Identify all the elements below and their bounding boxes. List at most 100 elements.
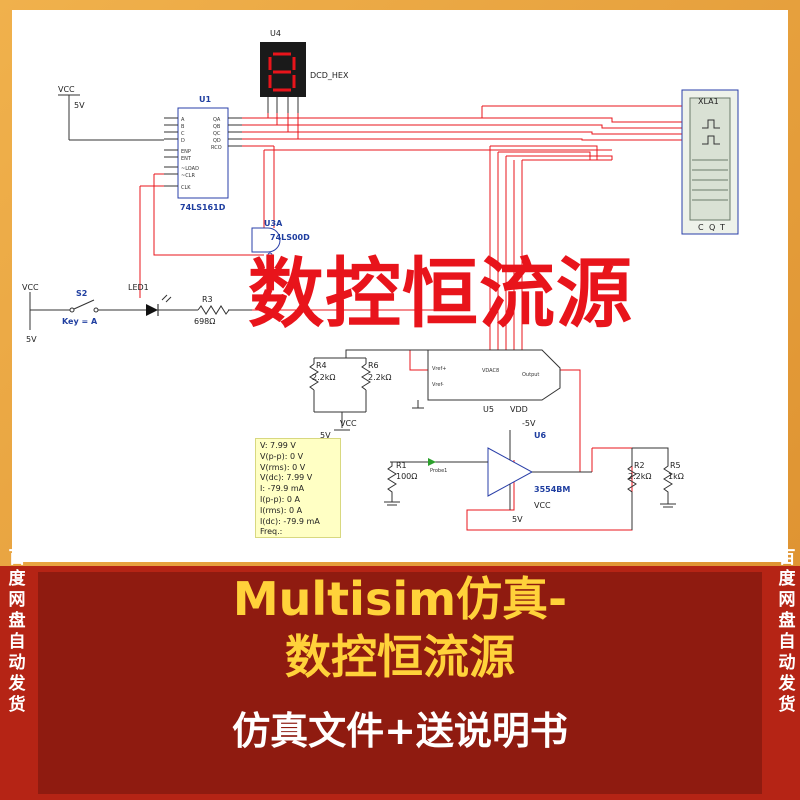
vcc-top-label: VCC xyxy=(58,85,75,94)
probe-line: V: 7.99 V xyxy=(260,441,296,450)
banner-title-line1: Multisim仿真- xyxy=(232,572,568,626)
resistor-r2[interactable] xyxy=(627,448,637,530)
u4-display[interactable] xyxy=(260,42,306,113)
side-char: 度 xyxy=(778,569,796,589)
u1-pin-b: B xyxy=(181,124,185,130)
side-text-left: 百 度 网 盘 自 动 发 货 xyxy=(4,548,30,716)
r5-ref: R5 xyxy=(670,461,681,470)
side-char: 百 xyxy=(778,548,796,568)
resistor-r6[interactable] xyxy=(361,358,371,412)
resistor-r3[interactable] xyxy=(197,305,252,315)
s2-ref: S2 xyxy=(76,289,87,298)
u4-ref: U4 xyxy=(270,29,281,38)
u6-name: 3554BM xyxy=(534,485,570,494)
dac-pin-output: Output xyxy=(522,372,539,378)
u1-pin-load: ~LOAD xyxy=(181,166,199,172)
u1-ref: U1 xyxy=(199,95,211,104)
vcc-mid-label: VCC xyxy=(340,419,357,428)
s2-key: Key = A xyxy=(62,317,98,326)
u3-ref: U3A xyxy=(264,219,283,228)
probe-line: V(p-p): 0 V xyxy=(260,451,304,461)
opamp-u6[interactable] xyxy=(428,430,592,510)
promo-banner-inner xyxy=(38,572,762,794)
r4-value: 2.2kΩ xyxy=(312,373,335,382)
resistor-r1[interactable] xyxy=(384,461,428,506)
side-char: 动 xyxy=(778,653,796,673)
mid-5v: 5V xyxy=(320,431,331,440)
led1[interactable] xyxy=(146,294,198,316)
u1-name: 74LS161D xyxy=(180,203,226,212)
u1-pin-rco: RCO xyxy=(211,145,222,151)
u1-pin-c: C xyxy=(181,131,185,137)
banner-subtitle: 仿真文件+送说明书 xyxy=(232,709,568,753)
side-char: 盘 xyxy=(8,611,26,631)
side-char: 发 xyxy=(8,674,26,694)
u1-pin-enp: ENP xyxy=(181,149,191,155)
u1-pin-ent: ENT xyxy=(181,156,192,162)
dac-vdac8[interactable] xyxy=(412,349,561,409)
led1-ref: LED1 xyxy=(128,283,149,292)
u3a-nand-gate[interactable] xyxy=(251,227,281,258)
r4-ref: R4 xyxy=(316,361,327,370)
probe-readout: V: 7.99 V V(p-p): 0 V V(rms): 0 V V(dc):… xyxy=(255,438,341,538)
probe-line: Freq.: xyxy=(260,527,283,537)
u1-pin-d: D xyxy=(181,138,185,144)
xla-pin-t: T xyxy=(719,223,725,232)
dac-pin-vref-plus: Vref+ xyxy=(432,366,446,372)
resistor-r5[interactable] xyxy=(632,447,676,508)
r3-ref: R3 xyxy=(202,295,213,304)
u1-counter[interactable] xyxy=(164,107,242,199)
r2-ref: R2 xyxy=(634,461,645,470)
side-char: 动 xyxy=(8,653,26,673)
side-char: 盘 xyxy=(778,611,796,631)
u1-pin-qa: QA xyxy=(213,117,221,123)
side-char: 百 xyxy=(8,548,26,568)
side-char: 发 xyxy=(778,674,796,694)
side-char: 货 xyxy=(8,695,26,715)
r2-value: 2.2kΩ xyxy=(628,472,651,481)
u6-ref: U6 xyxy=(534,431,546,440)
r4-r6-wires xyxy=(314,349,428,428)
neg5v-label: -5V xyxy=(522,419,536,428)
resistor-r4[interactable] xyxy=(309,358,319,412)
side-char: 网 xyxy=(8,590,26,610)
u5-ref: U5 xyxy=(483,405,494,414)
vcc-bottom-label: VCC xyxy=(534,501,551,510)
u1-pin-qc: QC xyxy=(213,131,221,137)
dac-pin-vdac8: VDAC8 xyxy=(482,368,499,374)
probe-line: I(p-p): 0 A xyxy=(260,494,300,504)
probe-line: I(rms): 0 A xyxy=(260,505,303,515)
banner-title-line2: 数控恒流源 xyxy=(285,630,515,684)
switch-s2[interactable] xyxy=(69,299,146,313)
r6-value: 2.2kΩ xyxy=(368,373,391,382)
u1-pin-a: A xyxy=(181,117,185,123)
u1-pin-qb: QB xyxy=(213,124,221,130)
u3-name: 74LS00D xyxy=(270,233,310,242)
xla-ref: XLA1 xyxy=(698,97,719,106)
overlay-title: 数控恒流源 xyxy=(248,249,633,338)
u4-name: DCD_HEX xyxy=(310,71,349,80)
probe-line: V(rms): 0 V xyxy=(260,462,306,472)
u1-pin-clk: CLK xyxy=(181,185,191,191)
promo-banner xyxy=(0,566,800,800)
vcc-left-label: VCC xyxy=(22,283,39,292)
r5-value: 1kΩ xyxy=(668,472,684,481)
bus-wires xyxy=(139,105,684,531)
side-char: 度 xyxy=(8,569,26,589)
vcc-left-value: 5V xyxy=(26,335,37,344)
schematic-canvas[interactable]: U4 DCD_HEX U1 74LS161D A B C D ENP ENT ~… xyxy=(12,10,788,562)
schematic-svg[interactable]: U4 DCD_HEX U1 74LS161D A B C D ENP ENT ~… xyxy=(12,10,788,562)
side-char: 自 xyxy=(778,632,796,652)
u1-pin-qd: QD xyxy=(213,138,221,144)
vdd-label: VDD xyxy=(510,405,528,414)
r6-ref: R6 xyxy=(368,361,379,370)
r3-value: 698Ω xyxy=(194,317,215,326)
vcc-top-value: 5V xyxy=(74,101,85,110)
bottom-5v: 5V xyxy=(512,515,523,524)
logic-analyzer-xla1[interactable] xyxy=(681,89,739,235)
u1-pin-clr: ~CLR xyxy=(181,173,195,179)
dac-pin-vref-minus: Vref- xyxy=(432,382,444,388)
side-char: 网 xyxy=(778,590,796,610)
xla-pin-c: C xyxy=(698,223,704,232)
probe-line: I: -79.9 mA xyxy=(260,484,305,494)
